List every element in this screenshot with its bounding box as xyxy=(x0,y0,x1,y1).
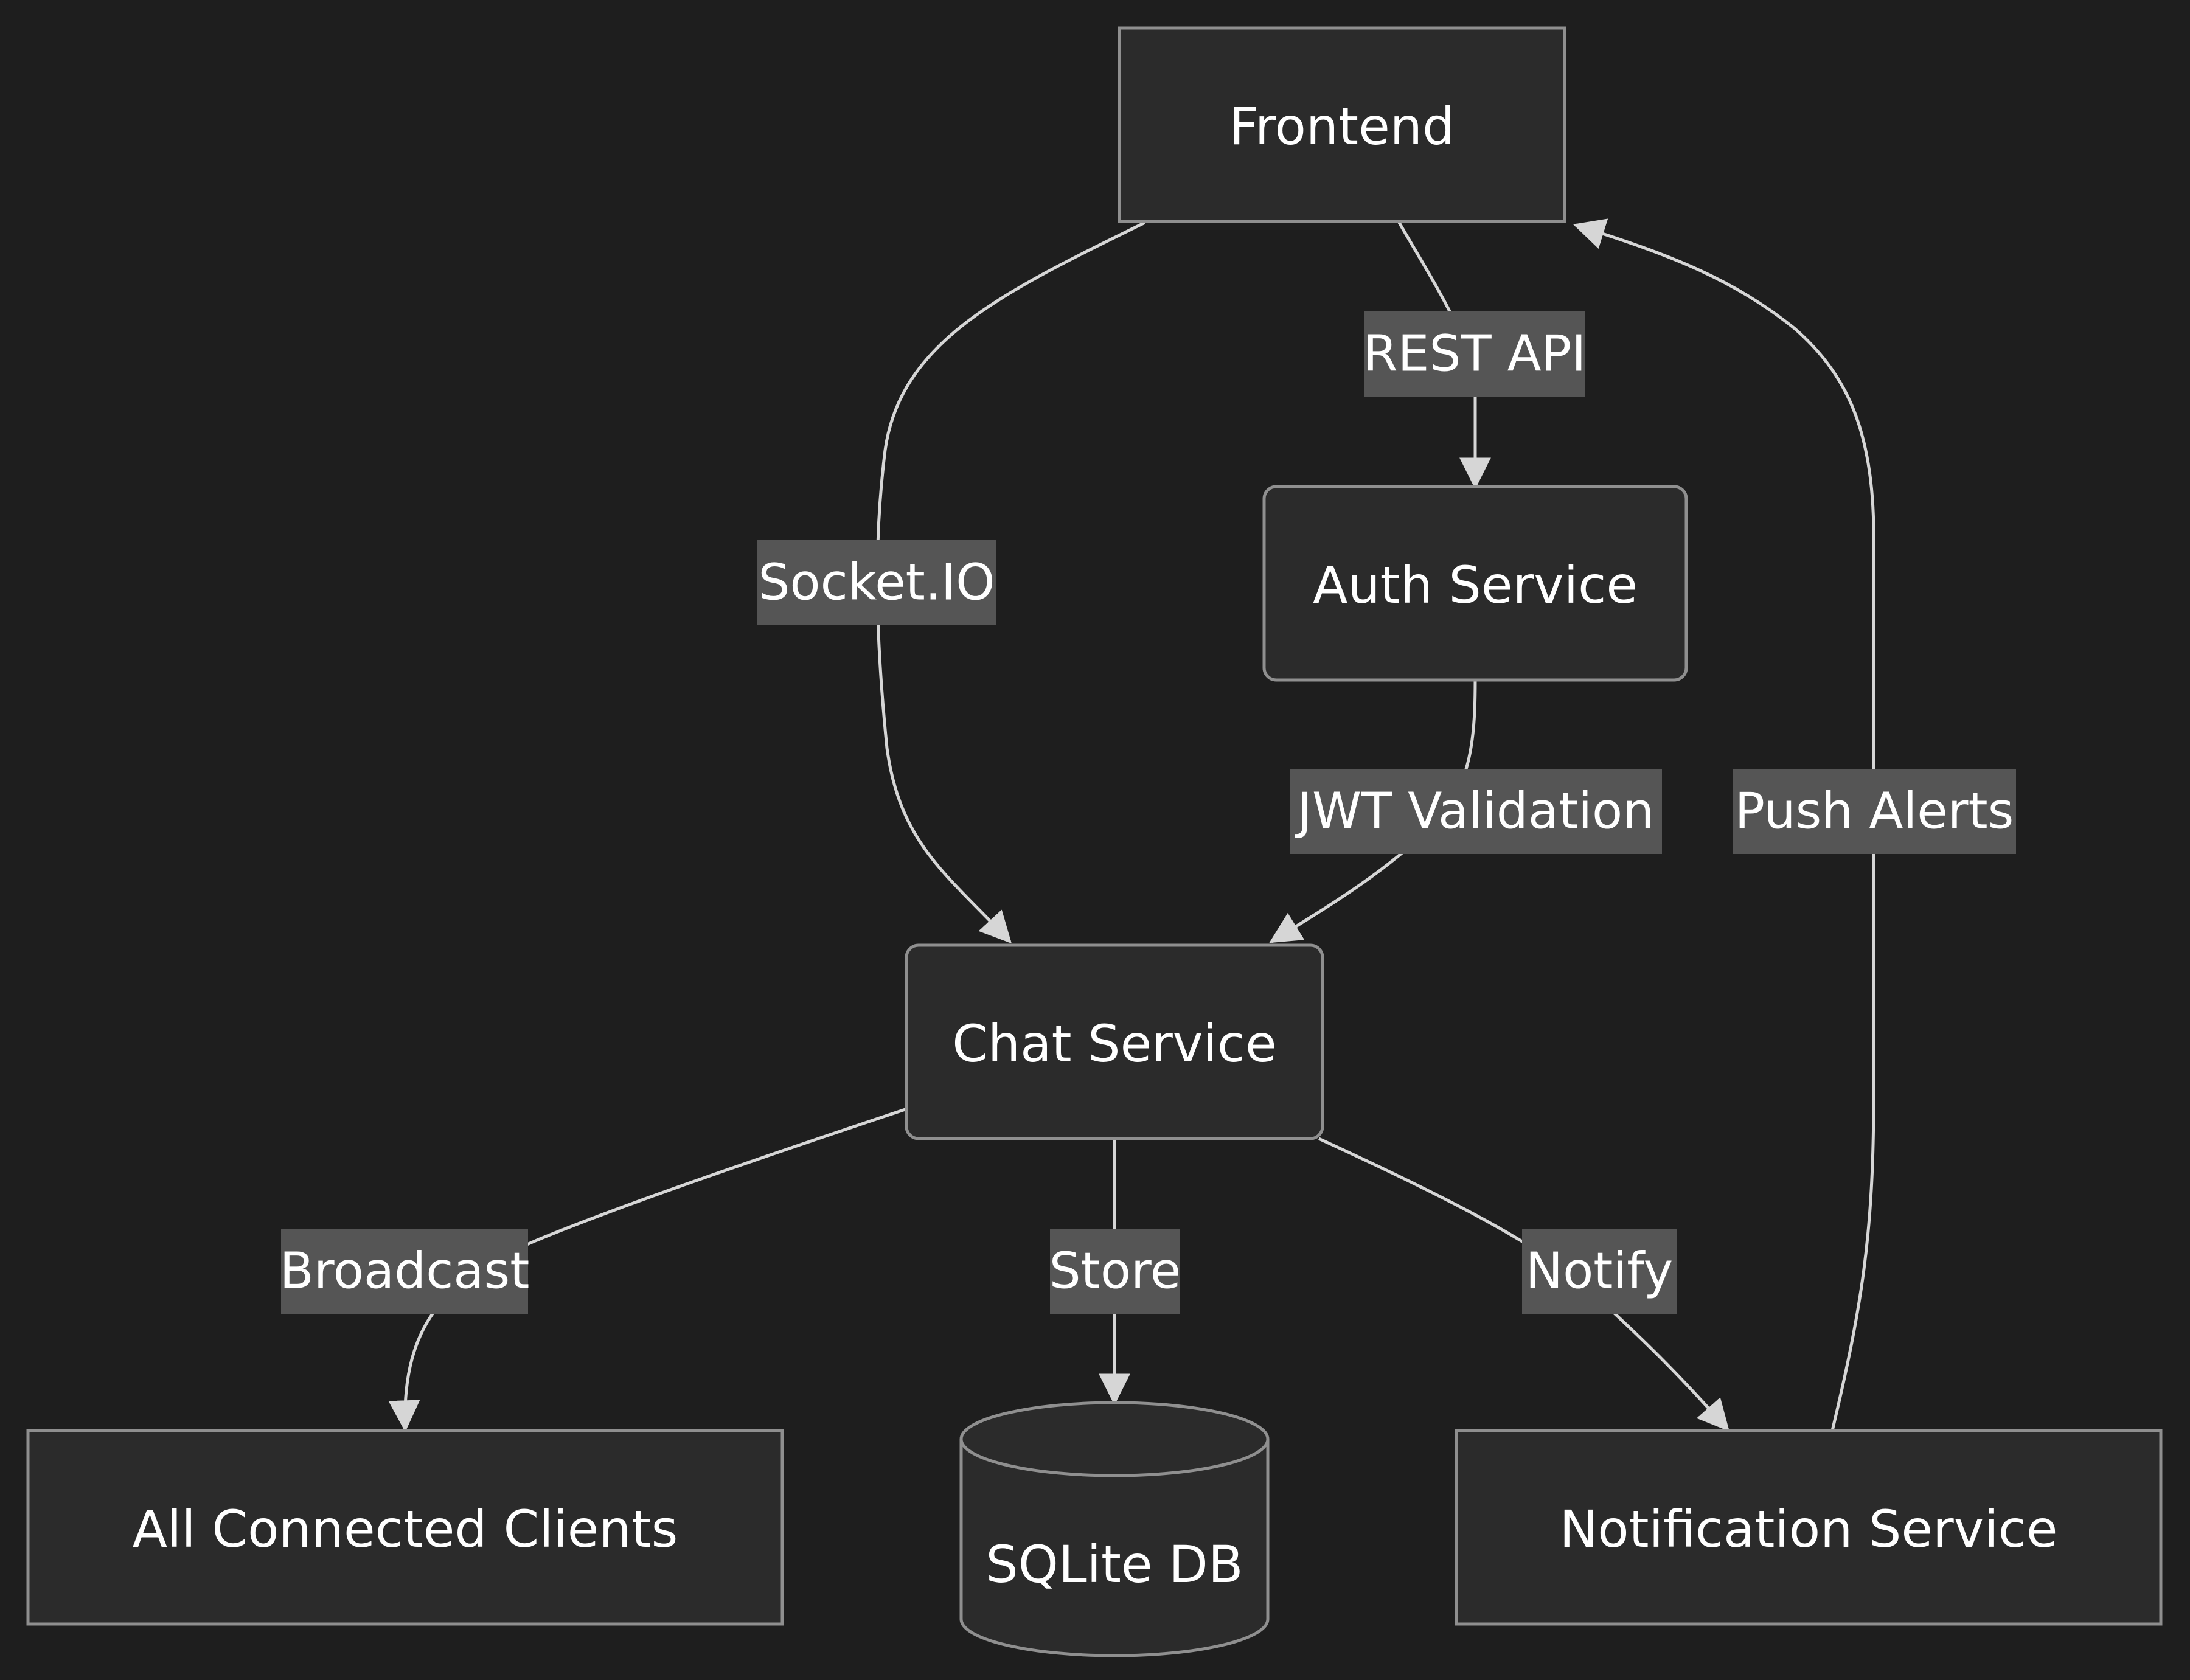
edge-label-jwt-validation: JWT Validation xyxy=(1290,769,1662,854)
edge-label-jwt-validation-bg xyxy=(1290,769,1662,854)
node-auth-service: Auth Service xyxy=(1262,485,1688,682)
node-chat-service: Chat Service xyxy=(905,943,1324,1140)
node-chat-service-box xyxy=(905,943,1324,1140)
node-chat-service-label: Chat Service xyxy=(952,1014,1276,1074)
edge-label-push-alerts: Push Alerts xyxy=(1733,769,2016,854)
edge-push-alerts xyxy=(1573,218,1875,1431)
node-auth-service-box xyxy=(1262,485,1688,682)
edge-label-rest-api: REST API xyxy=(1363,311,1587,397)
edge-label-broadcast-text: Broadcast xyxy=(280,1243,530,1300)
node-notification-service: Notification Service xyxy=(1455,1429,2163,1626)
edge-label-push-alerts-text: Push Alerts xyxy=(1735,783,2014,841)
edge-broadcast xyxy=(388,1108,906,1432)
edge-label-broadcast-bg xyxy=(281,1229,528,1314)
edge-label-store: Store xyxy=(1049,1229,1181,1314)
node-frontend-label: Frontend xyxy=(1229,97,1455,156)
node-sqlite-db: SQLite DB xyxy=(959,1401,1270,1657)
node-sqlite-db-cylinder xyxy=(959,1401,1270,1657)
edge-label-notify-text: Notify xyxy=(1526,1243,1673,1300)
node-auth-service-label: Auth Service xyxy=(1313,555,1638,615)
edge-push-alerts-line xyxy=(1573,218,1875,1431)
edge-label-rest-api-bg xyxy=(1364,311,1585,397)
edge-label-push-alerts-bg xyxy=(1733,769,2016,854)
node-frontend-box xyxy=(1118,26,1566,223)
edge-label-socket-io-text: Socket.IO xyxy=(758,554,995,612)
edge-label-notify: Notify xyxy=(1522,1229,1677,1314)
node-notification-service-label: Notification Service xyxy=(1559,1499,2057,1559)
node-all-connected-clients-box xyxy=(26,1429,784,1626)
edge-broadcast-line xyxy=(388,1108,906,1432)
edge-label-broadcast: Broadcast xyxy=(280,1229,530,1314)
node-sqlite-db-cylinder-top xyxy=(959,1439,1270,1477)
node-notification-service-box xyxy=(1455,1429,2163,1626)
node-frontend: Frontend xyxy=(1118,26,1566,223)
edge-label-socket-io-bg xyxy=(757,540,996,625)
edge-label-store-text: Store xyxy=(1049,1243,1181,1300)
edge-label-jwt-validation-text: JWT Validation xyxy=(1295,783,1654,841)
node-sqlite-db-label: SQLite DB xyxy=(985,1535,1243,1594)
edge-label-rest-api-text: REST API xyxy=(1363,325,1587,383)
edge-label-store-bg xyxy=(1050,1229,1180,1314)
edge-label-notify-bg xyxy=(1522,1229,1677,1314)
edge-label-socket-io: Socket.IO xyxy=(757,540,996,625)
node-all-connected-clients: All Connected Clients xyxy=(26,1429,784,1626)
node-all-connected-clients-label: All Connected Clients xyxy=(133,1499,678,1559)
